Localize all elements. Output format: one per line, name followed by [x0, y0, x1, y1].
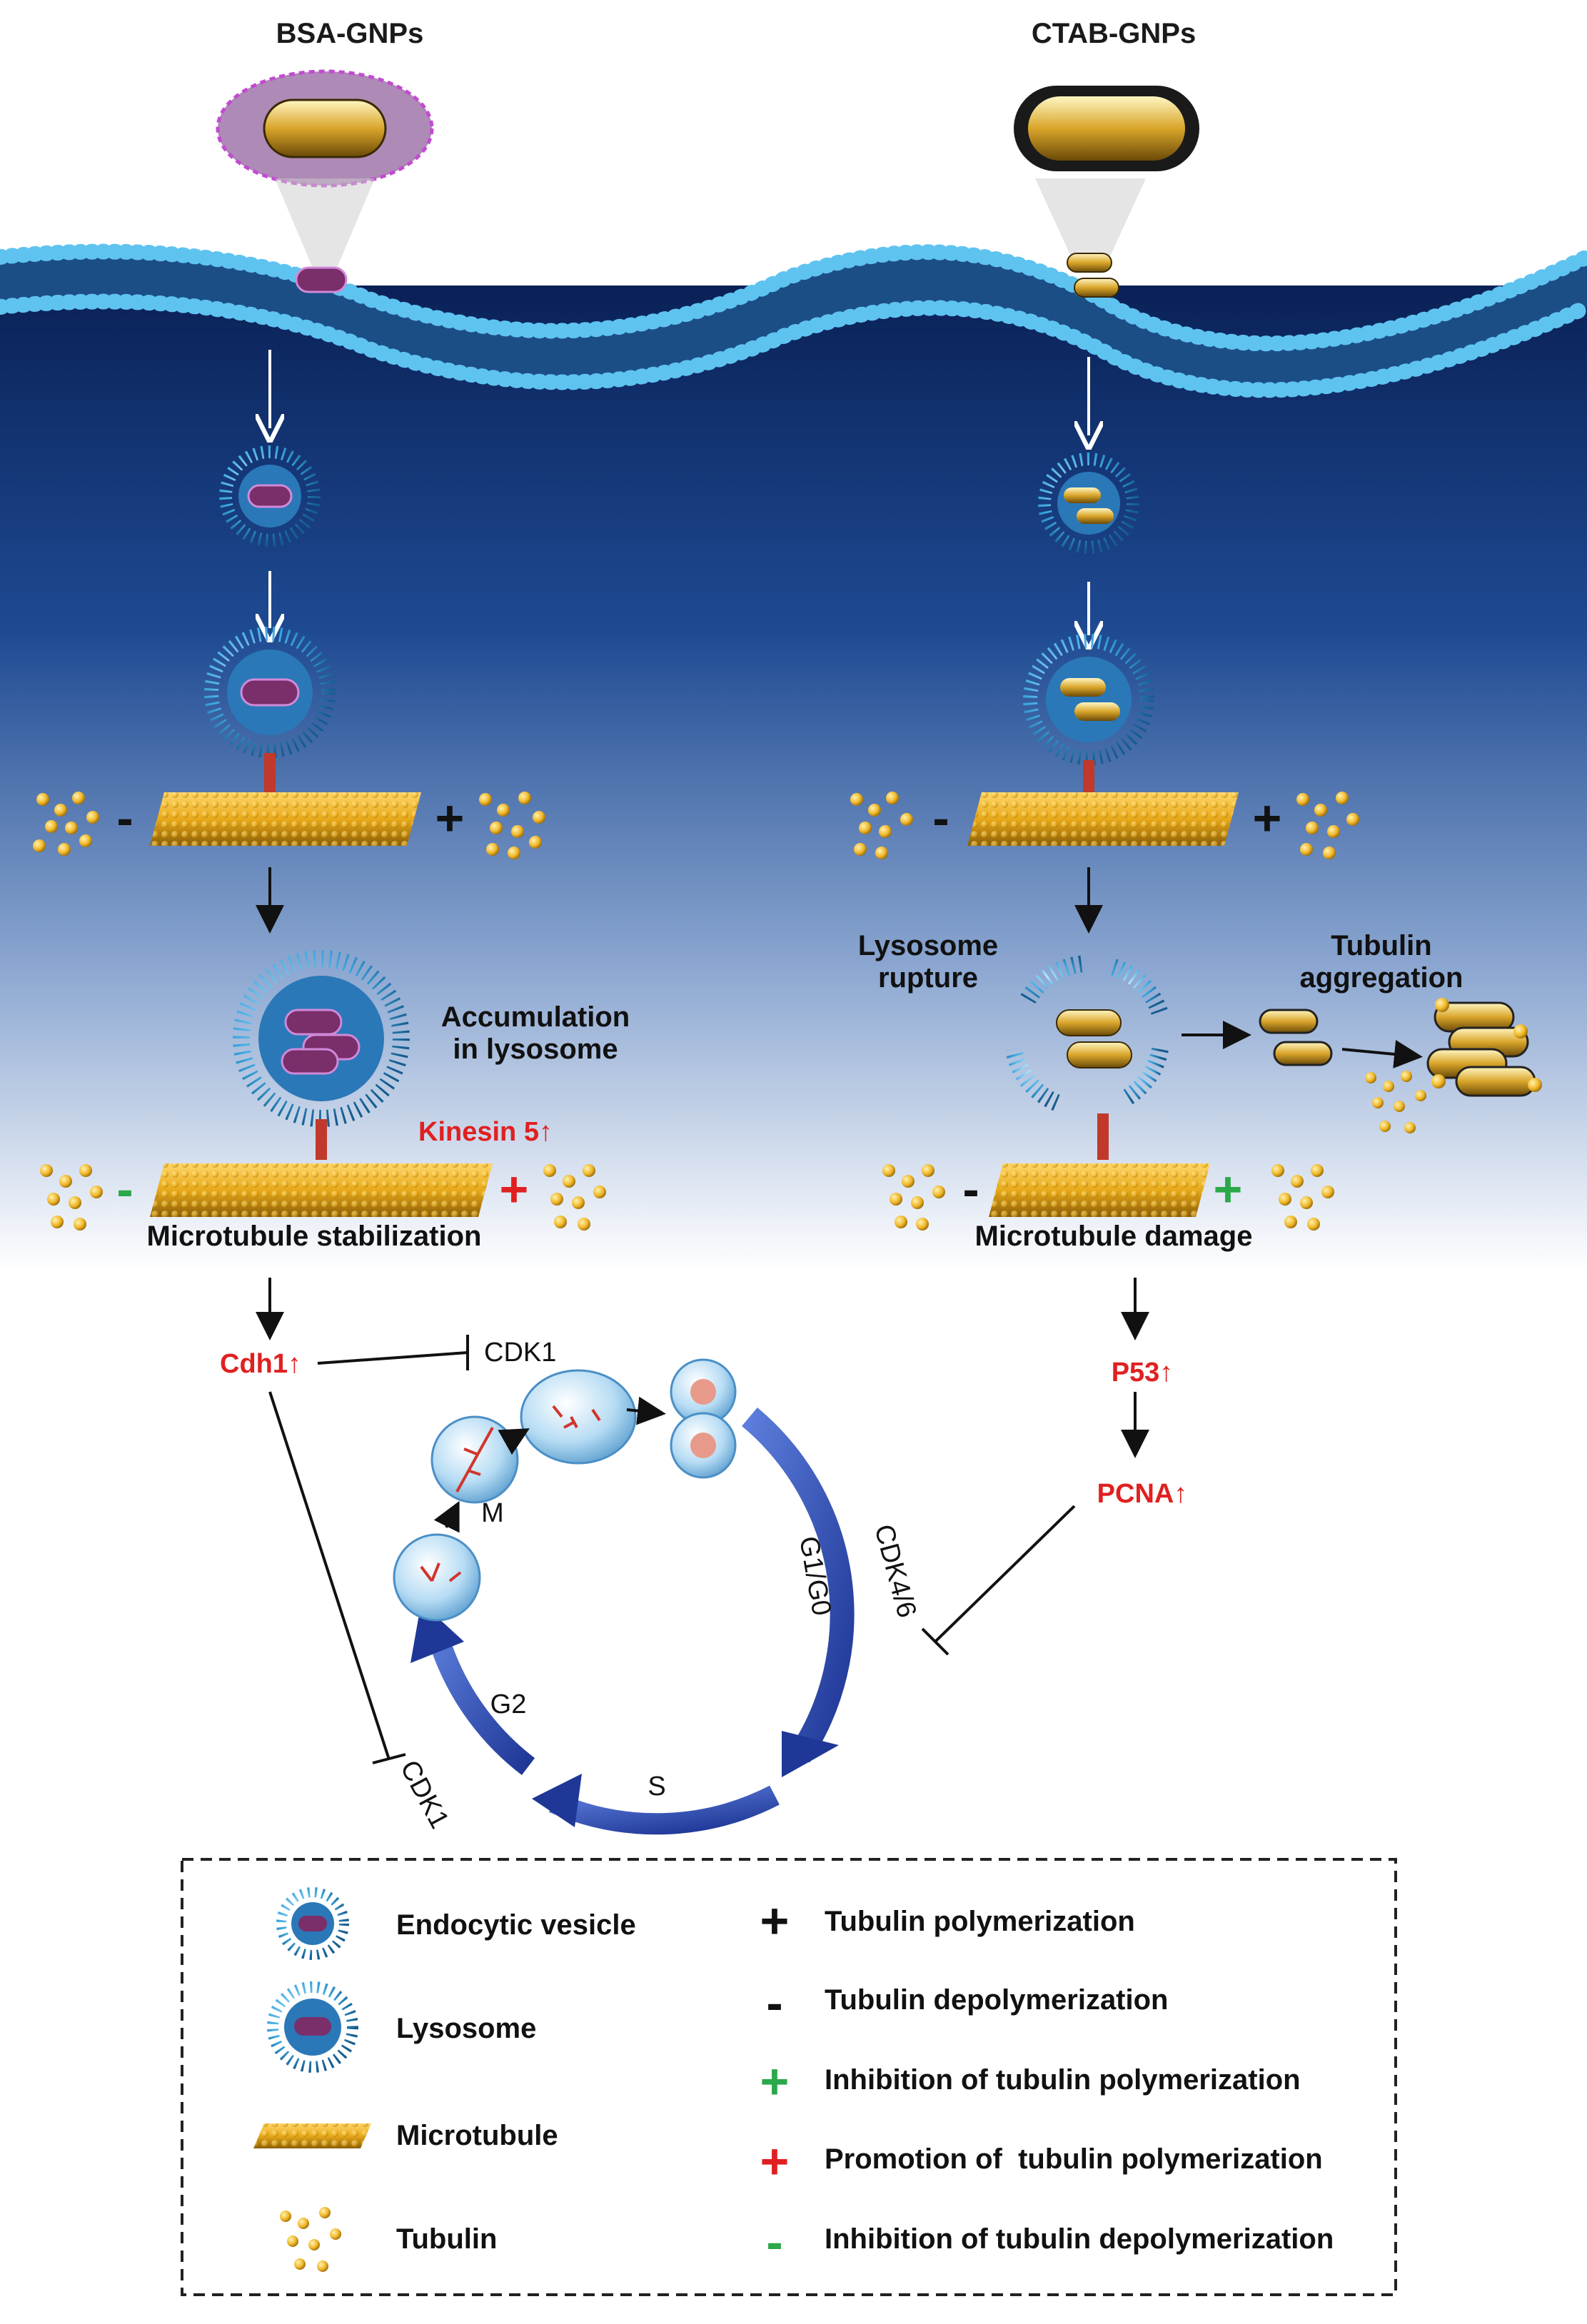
- pcna-label: PCNA↑: [1097, 1479, 1188, 1509]
- right-endocytic-vesicle: [1038, 453, 1139, 554]
- legend-symbol-promote-polymerization: +: [760, 2133, 790, 2189]
- left-green-minus-symbol: -: [116, 1161, 133, 1217]
- right-lysosome: [1023, 634, 1154, 796]
- legend-symbol-depolymerization: -: [766, 1975, 782, 2031]
- legend-symbol-inhibit-polymerization: +: [760, 2053, 790, 2109]
- microtubule-stabilization-label: Microtubule stabilization: [147, 1221, 482, 1252]
- legend-box: [181, 1858, 1397, 2296]
- phase-s-label: S: [648, 1772, 665, 1802]
- legend-lysosome-label: Lysosome: [396, 2013, 536, 2044]
- legend-endocytic-vesicle-label: Endocytic vesicle: [396, 1909, 636, 1941]
- mitosis-arrows: [433, 1396, 666, 1533]
- legend-polymerization-label: Tubulin polymerization: [825, 1906, 1135, 1937]
- right-minus-symbol-2: -: [962, 1161, 979, 1217]
- legend-tubulin-label: Tubulin: [396, 2223, 497, 2255]
- entry-arrows: [270, 350, 1089, 635]
- ctab-gnp-icon: [1014, 86, 1199, 264]
- phase-m-label: M: [481, 1498, 504, 1528]
- tubulin-aggregate-icon: [1426, 998, 1542, 1097]
- legend-tubulin-icon: [280, 2207, 341, 2272]
- p53-label: P53↑: [1112, 1358, 1174, 1388]
- inhibition-lines: [268, 1335, 1076, 1764]
- phase-g2-label: G2: [490, 1689, 527, 1719]
- aggregation-arrows: [1182, 1021, 1423, 1068]
- left-red-plus-symbol: +: [500, 1161, 529, 1217]
- right-ruptured-lysosome: [1005, 955, 1169, 1160]
- legend-promote-polymerization-label: Promotion of tubulin polymerization: [825, 2143, 1323, 2175]
- pathway-arrows-mid: [256, 867, 1103, 934]
- legend-symbol-inhibit-depolymerization: -: [766, 2214, 782, 2270]
- lysosome-rupture-line2: rupture: [878, 962, 978, 994]
- ctab-gnp-entering-icon: [1067, 253, 1119, 298]
- right-minus-symbol-1: -: [932, 790, 949, 846]
- signaling-arrows: [256, 1278, 1149, 1458]
- legend-depolymerization-label: Tubulin depolymerization: [825, 1984, 1168, 2016]
- bsa-gnps-title: BSA-GNPs: [276, 18, 424, 49]
- mitotic-cell-m: [430, 1415, 519, 1504]
- right-microtubule-1: [967, 792, 1239, 846]
- left-microtubule-1: [150, 792, 421, 846]
- legend-endocytic-vesicle-icon: [276, 1887, 349, 1960]
- legend-symbol-polymerization: +: [760, 1893, 790, 1949]
- mitotic-cell-telophase: [670, 1358, 737, 1479]
- left-lysosome: [204, 627, 336, 792]
- left-endocytic-vesicle: [219, 445, 321, 547]
- tubulin-aggregation-line2: aggregation: [1300, 962, 1463, 994]
- cdk1-top-label: CDK1: [484, 1338, 556, 1368]
- right-microtubule-2: [989, 1163, 1210, 1217]
- left-accumulation-lysosome: [233, 950, 410, 1160]
- right-plus-symbol-1: +: [1253, 790, 1282, 846]
- lysosome-rupture-line1: Lysosome: [858, 930, 998, 961]
- right-green-plus-symbol: +: [1214, 1161, 1243, 1217]
- bsa-gnp-entering-icon: [295, 266, 348, 293]
- released-gnps-icon: [1259, 1009, 1333, 1066]
- free-tubulin-cluster: [1365, 1071, 1426, 1133]
- bsa-gnp-icon: [216, 69, 434, 271]
- tubulin-aggregation-line1: Tubulin: [1331, 930, 1431, 961]
- left-minus-symbol-1: -: [116, 790, 133, 846]
- cdk46-label: CDK4/6: [868, 1521, 922, 1620]
- tubulin-clusters-row2: [40, 1164, 1334, 1231]
- cdh1-label: Cdh1↑: [220, 1349, 301, 1379]
- tubulin-clusters-row1: [33, 792, 1359, 859]
- accumulation-label-line1: Accumulation: [441, 1001, 630, 1033]
- left-microtubule-2: [150, 1163, 493, 1217]
- legend-microtubule-icon: [253, 2123, 371, 2148]
- legend-microtubule-label: Microtubule: [396, 2120, 558, 2151]
- ctab-gnps-title: CTAB-GNPs: [1032, 18, 1196, 49]
- legend-lysosome-icon: [267, 1981, 358, 2073]
- microtubule-damage-label: Microtubule damage: [975, 1221, 1253, 1252]
- cytoplasm-background: [0, 286, 1587, 1270]
- mitotic-cell-anaphase: [520, 1369, 637, 1465]
- accumulation-label-line2: in lysosome: [453, 1034, 618, 1065]
- mitotic-cell-g2: [393, 1533, 481, 1622]
- legend-inhibit-depolymerization-label: Inhibition of tubulin depolymerization: [825, 2223, 1334, 2255]
- kinesin-label: Kinesin 5↑: [418, 1117, 553, 1147]
- legend-inhibit-polymerization-label: Inhibition of tubulin polymerization: [825, 2064, 1301, 2096]
- left-plus-symbol-1: +: [435, 790, 465, 846]
- cell-membrane: [0, 243, 1587, 398]
- cdk1-bottom-label: CDK1: [394, 1756, 455, 1834]
